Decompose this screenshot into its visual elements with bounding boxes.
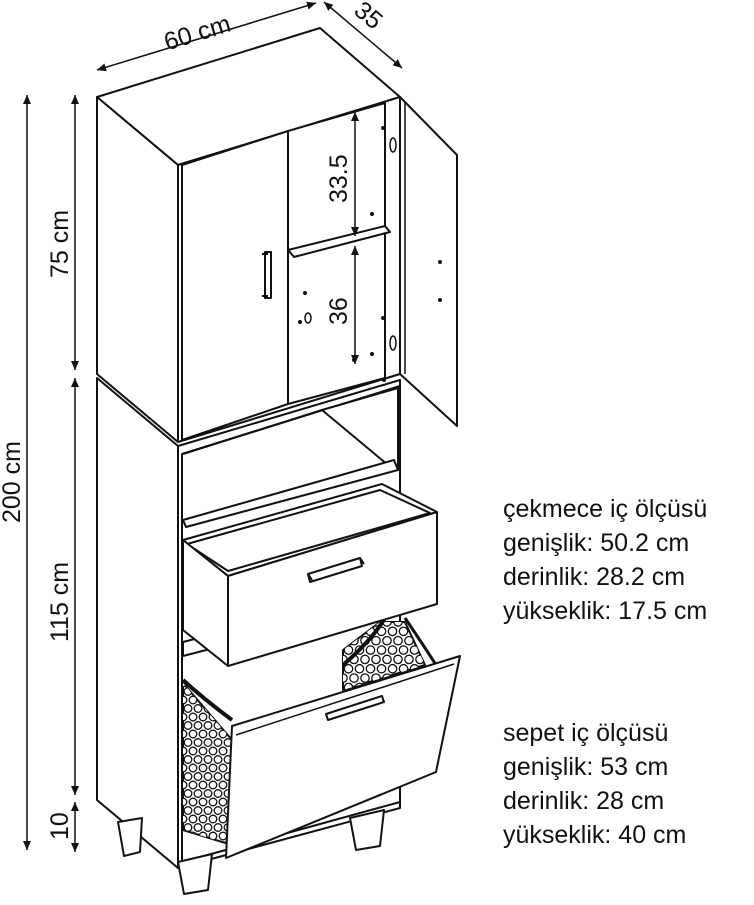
- shelf-bottom-label: 36: [325, 297, 353, 325]
- drawer-info-width: genişlik: 50.2 cm: [503, 529, 690, 557]
- dimension-lines: [23, 1, 403, 852]
- drawer-info-depth: derinlik: 28.2 cm: [503, 563, 686, 591]
- drawer: [182, 483, 438, 667]
- basket-front: [225, 655, 461, 859]
- basket-info: sepet iç ölçüsü genişlik: 53 cm derinlik…: [503, 716, 686, 852]
- basket-info-depth: derinlik: 28 cm: [503, 787, 665, 815]
- door-handle: [264, 251, 272, 299]
- total-height-label: 200 cm: [0, 441, 26, 523]
- basket-handle: [325, 695, 385, 721]
- upper-height-label: 75 cm: [46, 210, 74, 278]
- drawer-front: [227, 511, 438, 667]
- laundry-basket: [181, 616, 461, 859]
- leg-height-label: 10: [46, 812, 74, 840]
- width-label: 60 cm: [161, 10, 234, 57]
- legs: [117, 809, 385, 895]
- basket-info-title: sepet iç ölçüsü: [503, 719, 669, 747]
- depth-label: 35: [349, 0, 388, 35]
- drawer-handle: [307, 557, 363, 583]
- upper-cabinet: [96, 27, 458, 443]
- drawer-info-height: yükseklik: 17.5 cm: [503, 597, 708, 625]
- drawer-info-title: çekmece iç ölçüsü: [503, 495, 708, 523]
- left-door: [181, 130, 289, 441]
- basket-info-height: yükseklik: 40 cm: [503, 821, 687, 849]
- right-door: [399, 96, 458, 427]
- drawer-info: çekmece iç ölçüsü genişlik: 50.2 cm deri…: [503, 492, 707, 628]
- shelf-top-label: 33.5: [325, 154, 353, 203]
- lower-height-label: 115 cm: [46, 562, 74, 642]
- basket-info-width: genişlik: 53 cm: [503, 753, 669, 781]
